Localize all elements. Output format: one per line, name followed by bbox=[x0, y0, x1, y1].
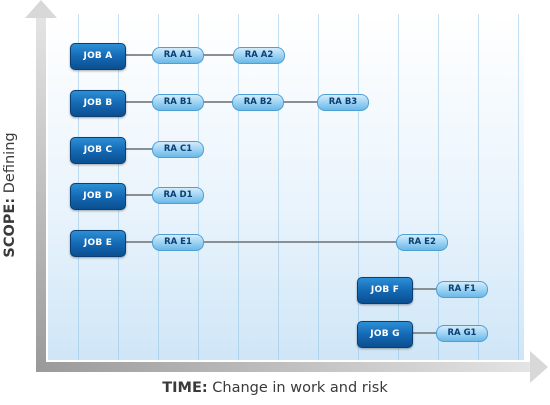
job-node: JOB A bbox=[70, 42, 126, 70]
x-axis-label: TIME: Change in work and risk bbox=[162, 380, 388, 396]
connector-line bbox=[122, 148, 156, 150]
job-node: JOB D bbox=[70, 182, 126, 210]
connector-line bbox=[122, 241, 400, 243]
job-node: JOB G bbox=[357, 320, 413, 348]
ra-node: RA D1 bbox=[152, 186, 204, 204]
grid-line bbox=[278, 14, 279, 360]
grid-line bbox=[438, 14, 439, 360]
job-node: JOB C bbox=[70, 136, 126, 164]
connector-line bbox=[122, 101, 321, 103]
ra-node: RA B3 bbox=[317, 93, 369, 111]
y-axis-label: SCOPE: Defining bbox=[2, 132, 18, 258]
grid-line bbox=[318, 14, 319, 360]
ra-node: RA E1 bbox=[152, 233, 204, 251]
ra-node: RA G1 bbox=[436, 324, 488, 342]
connector-line bbox=[409, 288, 440, 290]
connector-line bbox=[122, 194, 156, 196]
grid-line bbox=[238, 14, 239, 360]
grid-line bbox=[398, 14, 399, 360]
ra-node: RA A1 bbox=[152, 46, 204, 64]
y-axis bbox=[36, 16, 46, 372]
ra-node: RA C1 bbox=[152, 140, 204, 158]
job-node: JOB E bbox=[70, 229, 126, 257]
job-node: JOB F bbox=[357, 276, 413, 304]
x-axis-arrow bbox=[530, 351, 548, 383]
x-axis bbox=[36, 362, 532, 372]
ra-node: RA E2 bbox=[396, 233, 448, 251]
y-axis-arrow bbox=[25, 0, 57, 18]
grid-line bbox=[478, 14, 479, 360]
connector-line bbox=[409, 332, 440, 334]
ra-node: RA A2 bbox=[233, 46, 285, 64]
ra-node: RA B2 bbox=[232, 93, 284, 111]
grid-line bbox=[518, 14, 519, 360]
ra-node: RA B1 bbox=[152, 93, 204, 111]
chart-background bbox=[48, 14, 524, 360]
ra-node: RA F1 bbox=[436, 280, 488, 298]
grid-line bbox=[358, 14, 359, 360]
job-node: JOB B bbox=[70, 89, 126, 117]
